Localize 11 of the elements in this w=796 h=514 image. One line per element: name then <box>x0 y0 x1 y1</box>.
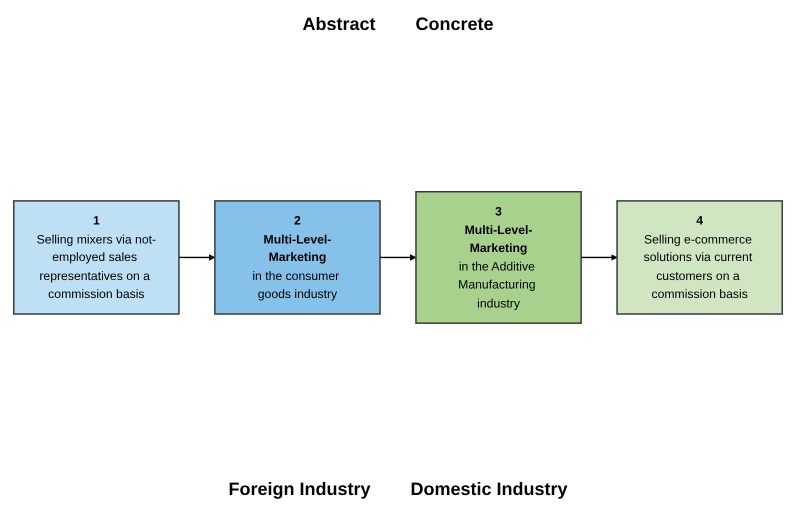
node-box: 3 Multi-Level-Marketing in the Additive Manufacturing industry <box>415 190 582 324</box>
node-box: 1 Selling mixers via not-employed sales representatives on a commission basis <box>13 200 180 314</box>
node-box: 2 Multi-Level-Marketing in the consumer goods industry <box>214 200 381 314</box>
column-label: Foreign Industry <box>228 479 370 500</box>
level-label: Concrete <box>416 14 494 35</box>
column-label: Domestic Industry <box>410 479 568 500</box>
arrow <box>178 254 216 260</box>
node-box: 4 Selling e-commerce solutions via current customers on a commission basis <box>616 200 783 314</box>
arrow <box>380 254 416 260</box>
arrow <box>581 254 618 260</box>
level-label: Abstract <box>302 14 376 35</box>
